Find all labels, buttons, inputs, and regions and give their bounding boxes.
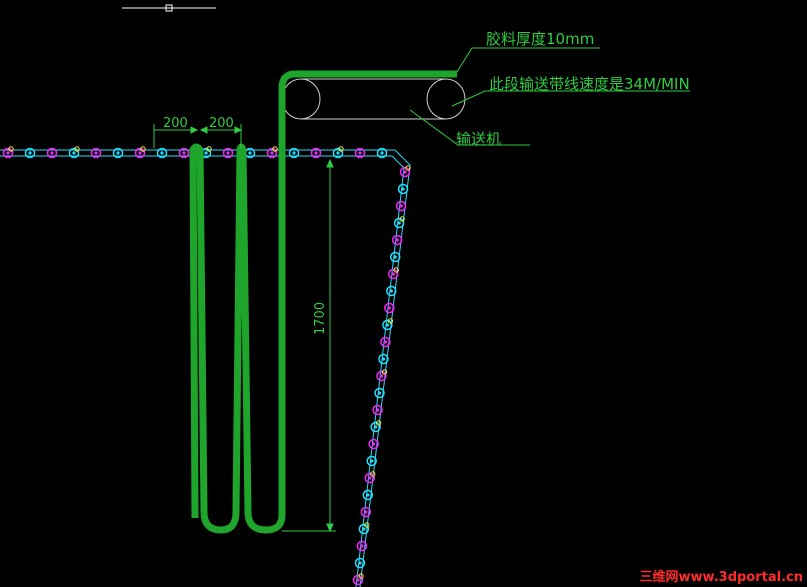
chain-link-node bbox=[380, 336, 391, 348]
chain-link-node bbox=[266, 146, 278, 159]
chain-link-node bbox=[90, 147, 102, 159]
dimension-200-left bbox=[153, 124, 199, 148]
leader-lines bbox=[409, 47, 690, 146]
chain-link-node bbox=[376, 369, 388, 382]
chain-link-node bbox=[222, 147, 234, 159]
chain-link-node bbox=[388, 267, 399, 280]
dimension-text-loop-depth: 1700 bbox=[313, 301, 328, 335]
label-conveyor-speed: 此段输送带线速度是34M/MIN bbox=[489, 75, 690, 93]
chain-link-node bbox=[354, 147, 366, 159]
label-glue-thickness: 胶料厚度10mm bbox=[486, 30, 595, 48]
dimension-text-gap-right: 200 bbox=[209, 116, 234, 131]
chain-link-node bbox=[362, 489, 374, 501]
chain-link-node bbox=[288, 147, 300, 159]
chain-link-node bbox=[372, 404, 383, 416]
chain-link-node bbox=[364, 471, 376, 484]
chain-link-node bbox=[382, 318, 394, 331]
chain-link-node bbox=[354, 557, 366, 569]
chain-link-node bbox=[384, 302, 395, 314]
chain-link-node bbox=[376, 147, 388, 159]
chain-links bbox=[2, 146, 411, 586]
chain-link-node bbox=[24, 147, 36, 159]
chain-link-node bbox=[360, 506, 372, 518]
chain-link-node bbox=[399, 165, 411, 178]
chain-link-node bbox=[352, 573, 364, 586]
chain-link-node bbox=[395, 200, 407, 212]
chain-link-node bbox=[397, 183, 409, 195]
chain-link-node bbox=[310, 147, 322, 159]
chain-link-node bbox=[332, 146, 344, 159]
dimension-200-right bbox=[199, 124, 243, 148]
chain-link-node bbox=[112, 147, 124, 159]
chain-link-node bbox=[356, 540, 368, 552]
chain-link-node bbox=[46, 147, 58, 159]
chain-link-node bbox=[378, 353, 389, 365]
cursor-crosshair bbox=[122, 4, 216, 12]
chain-link-node bbox=[366, 455, 377, 467]
chain-link-node bbox=[389, 251, 401, 263]
chain-link-node bbox=[134, 146, 146, 159]
belt-conveyor bbox=[281, 78, 466, 120]
chain-link-node bbox=[368, 438, 379, 450]
dimension-1700-vertical bbox=[282, 158, 336, 533]
chain-link-node bbox=[391, 234, 403, 246]
chain-link-node bbox=[178, 147, 190, 159]
chain-link-node bbox=[374, 387, 385, 399]
watermark: 三维网www.3dportal.cn bbox=[639, 570, 803, 585]
chain-link-node bbox=[156, 147, 168, 159]
chain-link-node bbox=[68, 146, 80, 159]
chain-link-node bbox=[386, 285, 397, 297]
chain-link-node bbox=[393, 216, 405, 229]
chain-link-node bbox=[370, 420, 382, 433]
dimension-text-gap-left: 200 bbox=[163, 116, 188, 131]
label-conveyor: 输送机 bbox=[456, 130, 502, 148]
chain-link-node bbox=[2, 146, 14, 159]
chain-link-node bbox=[358, 522, 370, 535]
